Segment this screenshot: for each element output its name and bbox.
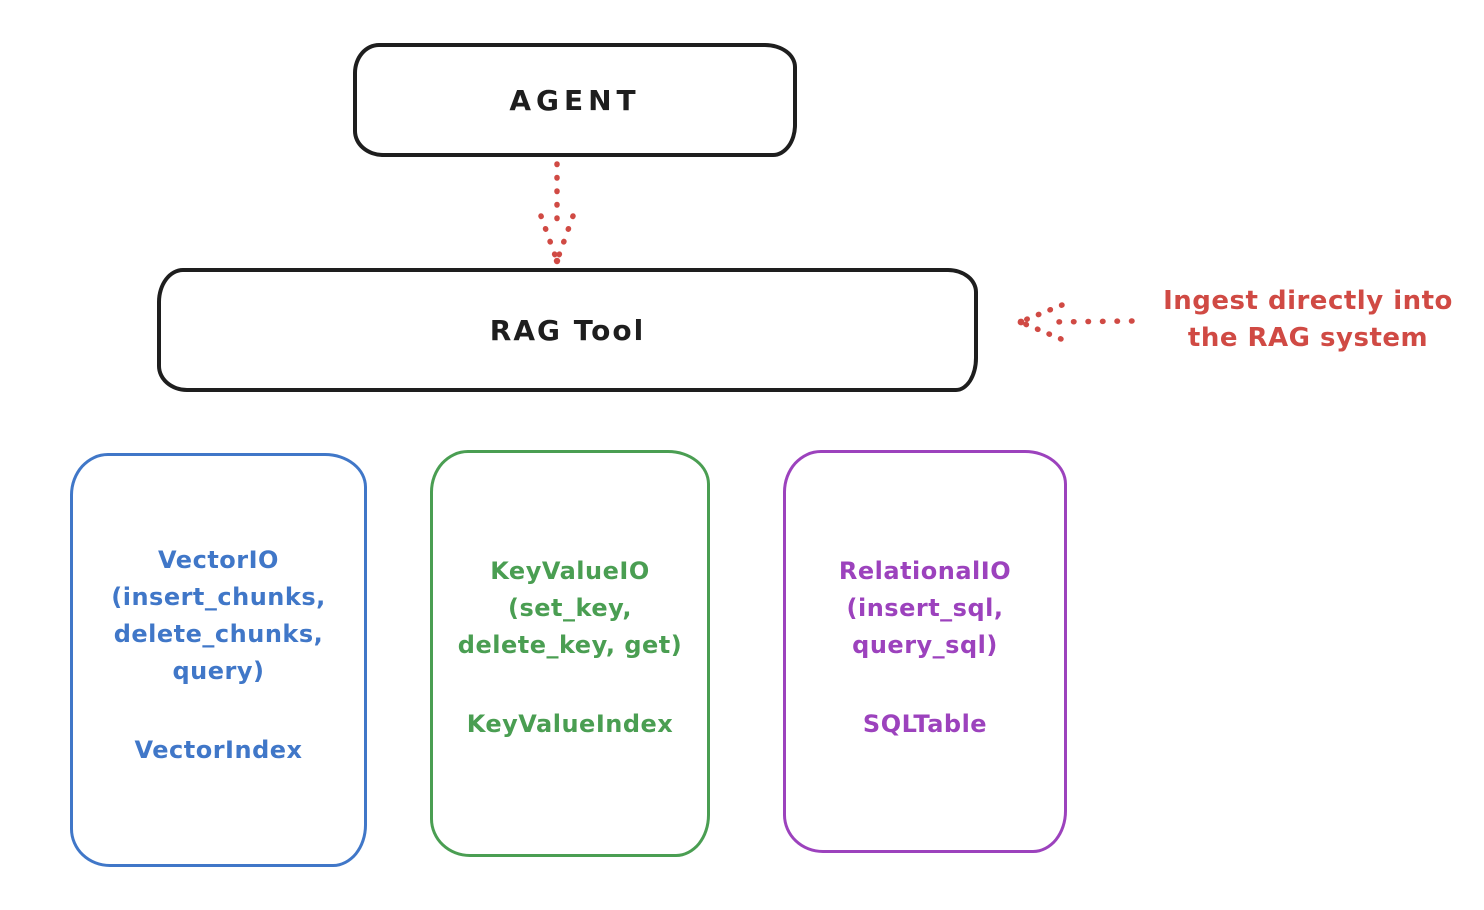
keyvalue-io-box: KeyValueIO (set_key, delete_key, get) Ke… (430, 450, 710, 857)
keyvalue-index-label: KeyValueIndex (466, 710, 674, 738)
vector-io-line: query) (172, 657, 265, 685)
ingest-annotation-line1: Ingest directly into (1163, 286, 1453, 316)
keyvalue-io-line: delete_key, get) (457, 631, 683, 659)
ingest-annotation-line2: the RAG system (1187, 323, 1429, 353)
vector-io-box: VectorIO (insert_chunks, delete_chunks, … (70, 453, 367, 867)
relational-io-line: query_sql) (852, 631, 998, 659)
vector-io-line: VectorIO (158, 546, 279, 574)
keyvalue-io-signature: KeyValueIO (set_key, delete_key, get) (433, 553, 707, 664)
vector-io-line: delete_chunks, (113, 620, 324, 648)
keyvalue-io-line: KeyValueIO (490, 557, 650, 585)
vector-index-label: VectorIndex (134, 736, 303, 764)
dotted-arrow-down-icon (527, 159, 587, 265)
relational-io-box: RelationalIO (insert_sql, query_sql) SQL… (783, 450, 1067, 853)
agent-label: AGENT (509, 83, 641, 117)
vector-io-signature: VectorIO (insert_chunks, delete_chunks, … (73, 542, 364, 690)
dotted-arrow-left-icon (1012, 294, 1138, 350)
relational-io-signature: RelationalIO (insert_sql, query_sql) (786, 553, 1064, 664)
relational-io-line: RelationalIO (838, 557, 1012, 585)
relational-io-line: (insert_sql, (846, 594, 1004, 622)
keyvalue-io-line: (set_key, (508, 594, 632, 622)
rag-tool-label: RAG Tool (489, 313, 646, 347)
ingest-annotation: Ingest directly into the RAG system (1138, 283, 1478, 357)
agent-box: AGENT (353, 43, 797, 157)
sql-table-label: SQLTable (862, 710, 988, 738)
vector-io-line: (insert_chunks, (111, 583, 326, 611)
rag-tool-box: RAG Tool (157, 268, 978, 392)
